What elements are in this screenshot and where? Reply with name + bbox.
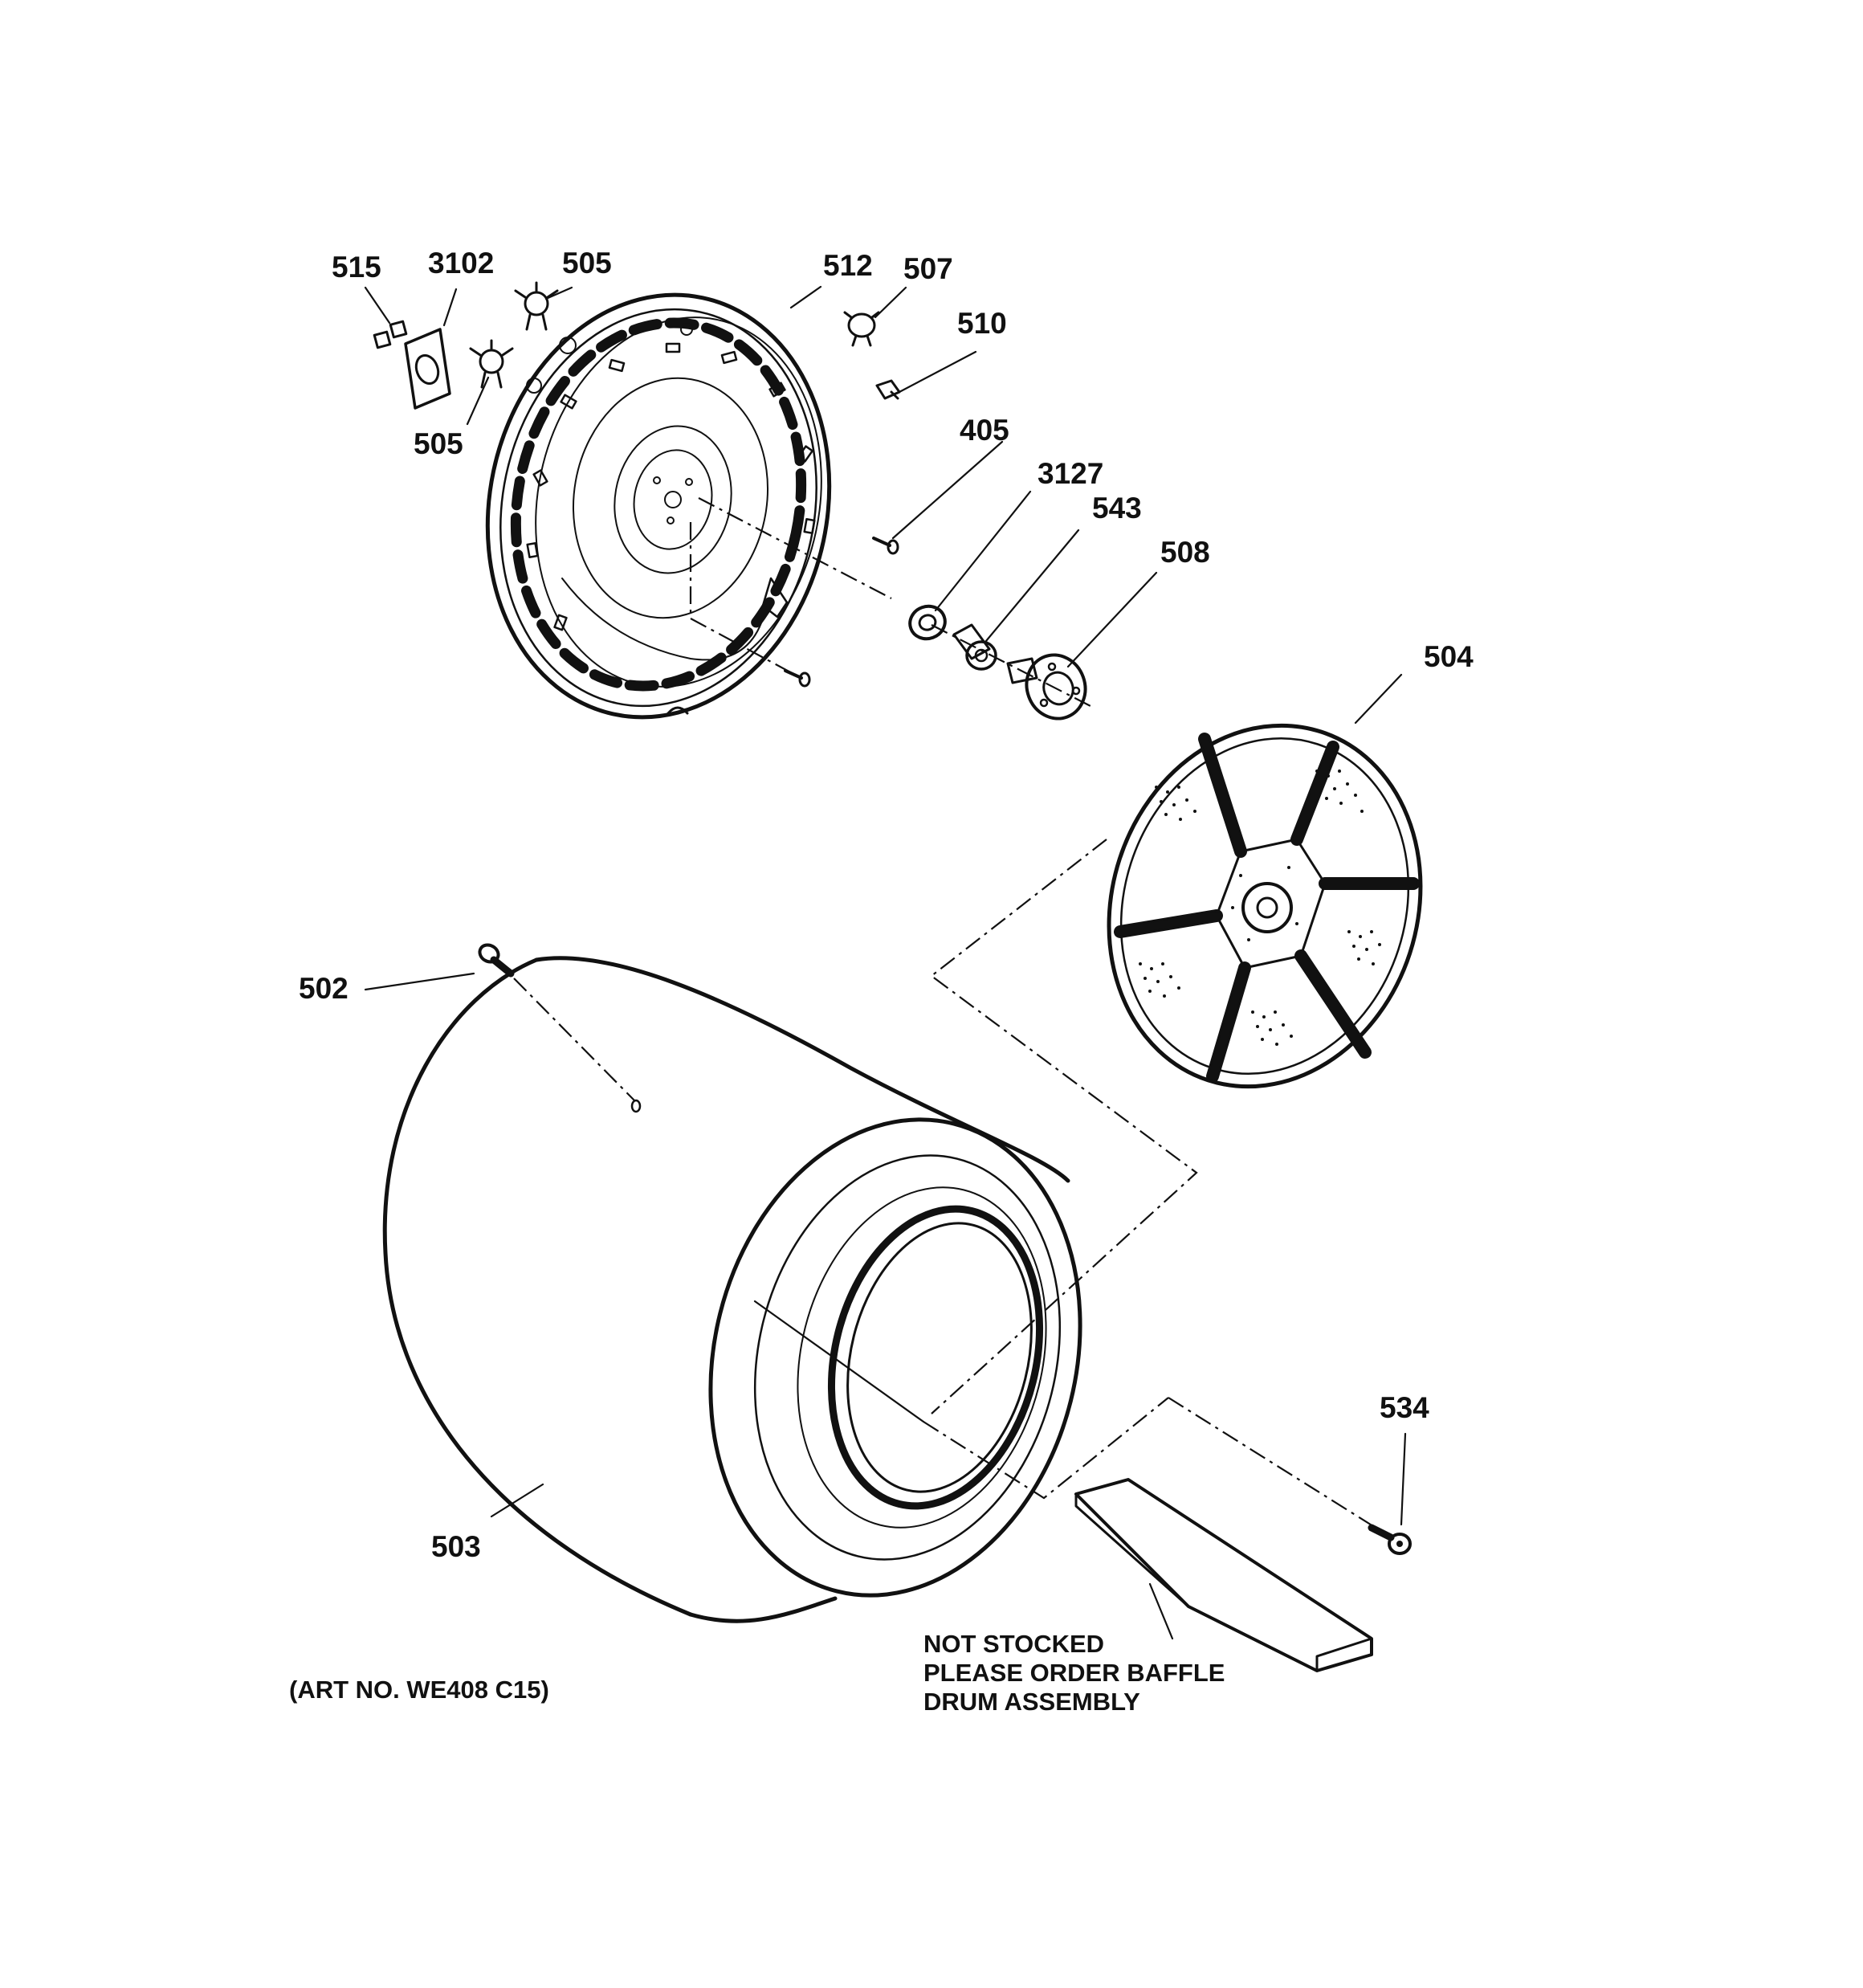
screw-502 [478, 943, 515, 978]
screw-534 [1368, 1524, 1412, 1555]
part-510 [875, 379, 901, 400]
screw-lower-bulkhead [784, 669, 811, 688]
rear-bulkhead-512 [485, 292, 832, 720]
callout-512: 512 [823, 249, 873, 282]
callout-504: 504 [1424, 640, 1474, 673]
shaft-hub-508 [1006, 653, 1087, 720]
clip-515 [373, 320, 408, 349]
callout-508: 508 [1160, 536, 1210, 569]
callout-3102: 3102 [428, 247, 494, 280]
thermostat-505-lower [469, 339, 514, 389]
callout-502: 502 [299, 972, 349, 1005]
baffle [1074, 1478, 1373, 1672]
callout-515: 515 [332, 251, 381, 284]
gasket-plate-3102 [404, 328, 451, 410]
art-number: (ART NO. WE408 C15) [289, 1676, 549, 1704]
leader-lines [364, 285, 1407, 1640]
callout-503: 503 [431, 1530, 481, 1563]
callout-534: 534 [1380, 1391, 1429, 1424]
callout-505-lower: 505 [414, 427, 463, 460]
front-panel-504 [1107, 723, 1423, 1089]
note-line-2: PLEASE ORDER BAFFLE [923, 1659, 1225, 1687]
callout-507: 507 [903, 252, 953, 285]
note-line-1: NOT STOCKED [923, 1630, 1104, 1658]
callout-405: 405 [960, 414, 1009, 447]
callout-543: 543 [1092, 492, 1142, 525]
callout-505-upper: 505 [562, 247, 612, 280]
part-507 [843, 311, 880, 347]
screw-405 [872, 537, 899, 555]
note-line-3: DRUM ASSEMBLY [923, 1688, 1140, 1716]
callout-510: 510 [957, 307, 1007, 340]
washer-3127 [908, 604, 947, 641]
drum-503 [382, 956, 1169, 1623]
callout-3127: 3127 [1037, 457, 1103, 490]
thermostat-505-upper [514, 281, 559, 331]
